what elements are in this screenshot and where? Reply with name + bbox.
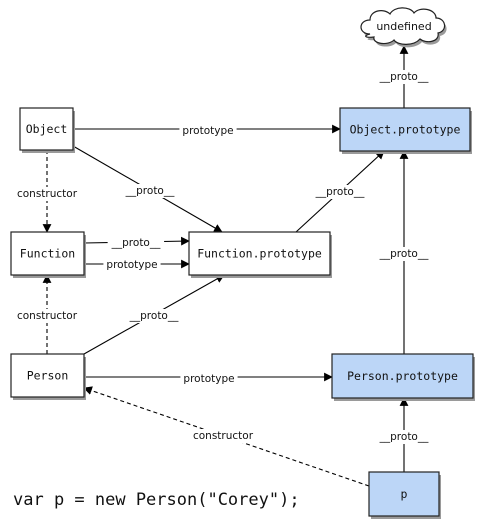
edge-label-text: prototype [182,125,233,137]
node-label: Function [20,247,75,261]
edge-label-text: __proto__ [315,186,365,198]
node-person: Person [10,353,86,400]
node-p: p [368,471,441,519]
edge-label-bg [375,247,433,261]
edge-label-bg [375,70,433,84]
node-object: Object [19,107,75,153]
edge-label-function-prototype: prototype [103,258,161,272]
node-box [10,231,85,276]
edge-label-text: constructor [193,430,254,442]
edge-label-text: prototype [183,373,234,385]
edge-label-object-constructor: constructor [13,187,81,201]
node-function: Function [10,231,86,278]
node-label: Person [27,369,69,383]
edge-label-object-prototype-proto: __proto__ [375,70,433,84]
node-label: Function.prototype [197,247,322,261]
node-box [10,353,85,398]
edge-label-text: __proto__ [379,248,429,260]
node-label: Object.prototype [350,123,461,137]
edge-label-bg [311,185,369,199]
edge-label-bg [125,309,183,323]
edge-label-text: __proto__ [111,237,161,249]
node-box [19,107,74,151]
node-box [331,353,474,399]
edge-label-bg [179,124,237,138]
node-box [339,107,471,152]
edge-label-text: constructor [17,188,78,200]
edge-label-object-prototype: prototype [179,124,237,138]
cloud-icon [360,7,446,45]
edge-label-text: __proto__ [129,310,179,322]
edge-label-bg [13,187,81,201]
edge-label-person-proto: __proto__ [125,309,183,323]
node-label: undefined [376,20,431,33]
edge-label-function-proto: __proto__ [107,236,165,250]
edge-label-object-proto: __proto__ [121,184,179,198]
edge-label-bg [13,309,81,323]
edge-label-p-constructor: constructor [189,429,257,443]
edge-label-person-prototype: prototype [180,372,238,386]
node-person-prototype: Person.prototype [331,353,475,401]
node-function-prototype: Function.prototype [188,231,332,278]
edge-label-text: __proto__ [379,71,429,83]
edge-label-bg [103,258,161,272]
edge-label-bg [107,236,165,250]
node-label: Object [26,122,68,136]
edge-label-text: constructor [17,310,78,322]
node-undefined-cloud: undefined [360,7,447,48]
edge-label-bg [121,184,179,198]
edge-label-text: __proto__ [379,431,429,443]
edge-label-bg [189,429,257,443]
edge-label-person-prototype-proto: __proto__ [375,247,433,261]
edge-label-bg [180,372,238,386]
edge-label-person-constructor: constructor [13,309,81,323]
node-box [368,471,440,517]
edge-label-text: prototype [106,259,157,271]
edge-label-p-proto: __proto__ [375,430,433,444]
node-label: Person.prototype [347,369,458,383]
edge-label-text: __proto__ [125,185,175,197]
edge-label-bg [375,430,433,444]
node-label: p [401,487,408,501]
code-snippet: var p = new Person("Corey"); [13,490,300,510]
node-box [188,231,331,276]
node-object-prototype: Object.prototype [339,107,472,154]
edge-label-function-prototype-proto: __proto__ [311,185,369,199]
